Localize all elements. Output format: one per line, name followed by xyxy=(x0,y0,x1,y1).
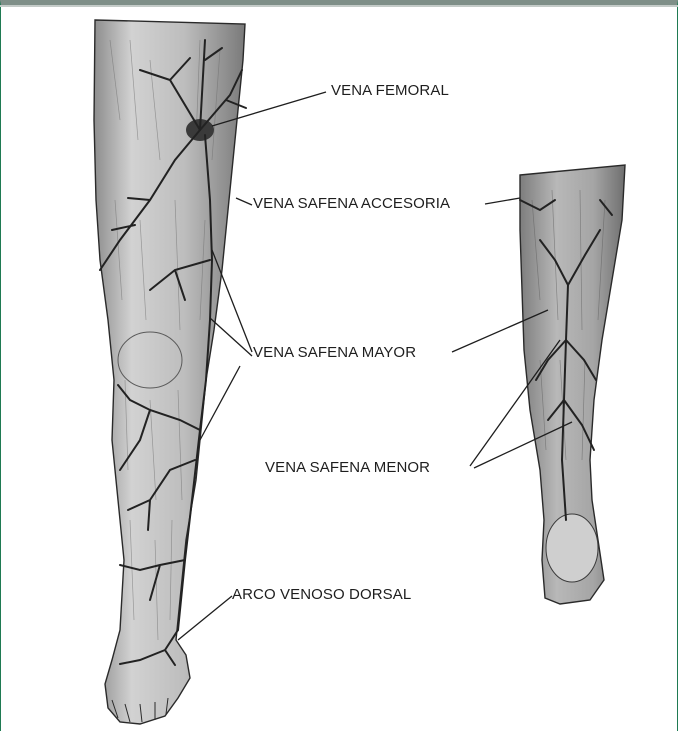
leader-arco xyxy=(178,596,232,640)
front-leg-outline xyxy=(94,20,245,724)
label-vena-femoral: VENA FEMORAL xyxy=(331,82,449,99)
leader-accesoria-right xyxy=(485,198,520,204)
heel xyxy=(546,514,598,582)
label-arco-venoso-dorsal: ARCO VENOSO DORSAL xyxy=(232,586,411,603)
leader-lines xyxy=(178,92,572,640)
label-vena-safena-mayor: VENA SAFENA MAYOR xyxy=(253,344,416,361)
front-leg xyxy=(94,20,246,724)
leader-accesoria-left xyxy=(236,198,252,205)
back-leg xyxy=(520,165,625,604)
label-vena-safena-accesoria: VENA SAFENA ACCESORIA xyxy=(253,195,450,212)
label-vena-safena-menor: VENA SAFENA MENOR xyxy=(265,459,430,476)
